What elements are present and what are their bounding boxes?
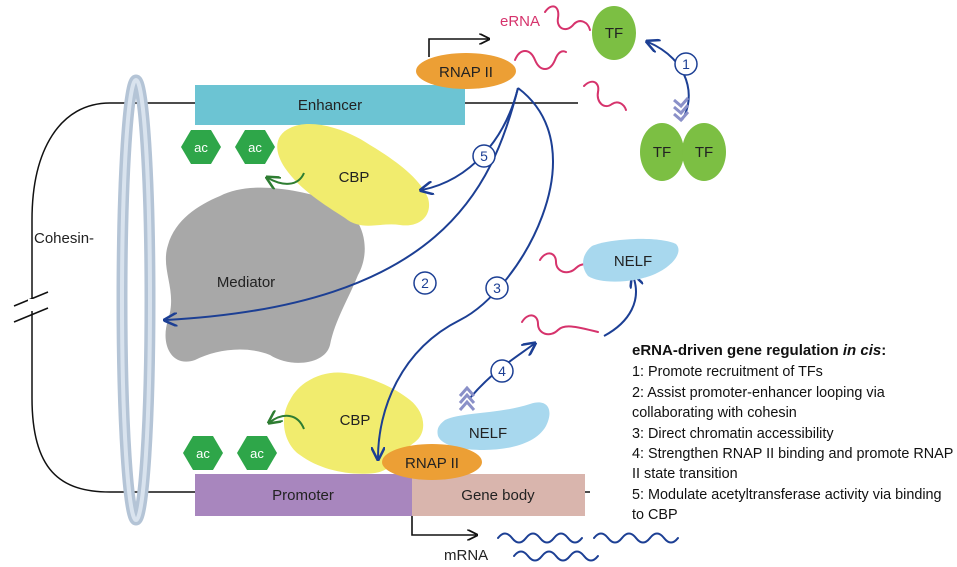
gene-body-label: Gene body bbox=[461, 487, 535, 504]
legend-item-2: 2: Assist promoter-enhancer looping via … bbox=[632, 384, 885, 422]
rnap-bottom bbox=[382, 444, 482, 480]
acetylation-arrow-top bbox=[268, 172, 305, 184]
acetylation-arrow-bottom bbox=[270, 416, 305, 430]
step-badge-1: 1 bbox=[674, 52, 698, 76]
erna-strand-top-3 bbox=[583, 80, 627, 111]
chevron-icon-nelf bbox=[458, 385, 476, 411]
svg-text:2: 2 bbox=[421, 275, 429, 291]
enhancer-box bbox=[195, 85, 465, 125]
promoter-label: Promoter bbox=[272, 487, 334, 504]
legend-item-1: 1: Promote recruitment of TFs bbox=[632, 364, 823, 381]
step-badge-4: 4 bbox=[490, 359, 514, 383]
mediator-label: Mediator bbox=[217, 274, 275, 291]
nelf-bottom-shape bbox=[437, 402, 550, 450]
ac-hexagon-top-1: ac bbox=[181, 130, 221, 164]
svg-text:5: 5 bbox=[480, 148, 488, 164]
ac-hexagon-bottom-1: ac bbox=[183, 436, 223, 470]
nelf-top-shape bbox=[583, 238, 679, 282]
nelf-top-label: NELF bbox=[614, 253, 652, 270]
legend-title: eRNA-driven gene regulation in cis: bbox=[632, 342, 887, 359]
legend: eRNA-driven gene regulation in cis: 1: P… bbox=[632, 341, 954, 526]
mrna-strand-1 bbox=[497, 532, 583, 544]
dna-loop bbox=[13, 102, 590, 493]
cbp-top-label: CBP bbox=[339, 169, 370, 186]
svg-text:ac: ac bbox=[250, 446, 264, 461]
rnap-top-label: RNAP II bbox=[439, 64, 493, 81]
nelf-bottom-label: NELF bbox=[469, 425, 507, 442]
erna-strand-middle bbox=[521, 314, 599, 336]
svg-text:ac: ac bbox=[248, 140, 262, 155]
mrna-strand-2 bbox=[593, 532, 679, 544]
legend-item-5: 5: Modulate acetyltransferase activity v… bbox=[632, 486, 942, 524]
svg-text:ac: ac bbox=[196, 446, 210, 461]
rnap-bottom-label: RNAP II bbox=[405, 455, 459, 472]
svg-text:4: 4 bbox=[498, 363, 506, 379]
mediator-shape bbox=[165, 187, 365, 363]
legend-item-3: 3: Direct chromatin accessibility bbox=[632, 425, 834, 442]
tf-bottom-left bbox=[640, 123, 684, 181]
step-badge-2: 2 bbox=[413, 271, 437, 295]
promoter-box bbox=[195, 474, 412, 516]
tf-top bbox=[592, 6, 636, 60]
cbp-top-shape bbox=[277, 124, 430, 226]
tf-bottom-left-label: TF bbox=[653, 144, 671, 161]
nelf-recruit-arrow bbox=[603, 276, 636, 337]
step-3-arrow bbox=[378, 87, 554, 458]
svg-text:ac: ac bbox=[194, 140, 208, 155]
gene-body-box bbox=[412, 474, 585, 516]
step-badge-3: 3 bbox=[485, 276, 509, 300]
mrna-strand-3 bbox=[513, 550, 599, 562]
svg-text:3: 3 bbox=[493, 280, 501, 296]
cbp-bottom-label: CBP bbox=[340, 412, 371, 429]
chevron-icon-tf bbox=[673, 97, 690, 123]
ac-hexagon-top-2: ac bbox=[235, 130, 275, 164]
tf-bottom-right-label: TF bbox=[695, 144, 713, 161]
svg-text:1: 1 bbox=[682, 56, 690, 72]
tf-bottom-right bbox=[682, 123, 726, 181]
transcription-start-arrow-bottom bbox=[411, 516, 476, 535]
transcription-start-arrow-top bbox=[428, 39, 488, 57]
erna-strand-top-2 bbox=[544, 5, 591, 31]
dna-break-gap bbox=[28, 299, 38, 311]
enhancer-label: Enhancer bbox=[298, 97, 362, 114]
legend-item-4: 4: Strengthen RNAP II binding and promot… bbox=[632, 446, 954, 483]
cohesin-label: Cohesin- bbox=[34, 230, 94, 247]
cohesin-ring bbox=[116, 74, 156, 526]
step-2-arrow bbox=[166, 87, 519, 320]
ac-hexagon-bottom-2: ac bbox=[237, 436, 277, 470]
erna-strand-top-1 bbox=[514, 50, 567, 70]
rnap-top bbox=[416, 53, 516, 89]
tf-top-label: TF bbox=[605, 25, 623, 42]
mrna-label: mRNA bbox=[444, 547, 488, 564]
step-badge-5: 5 bbox=[472, 144, 496, 168]
erna-label: eRNA bbox=[500, 13, 540, 30]
